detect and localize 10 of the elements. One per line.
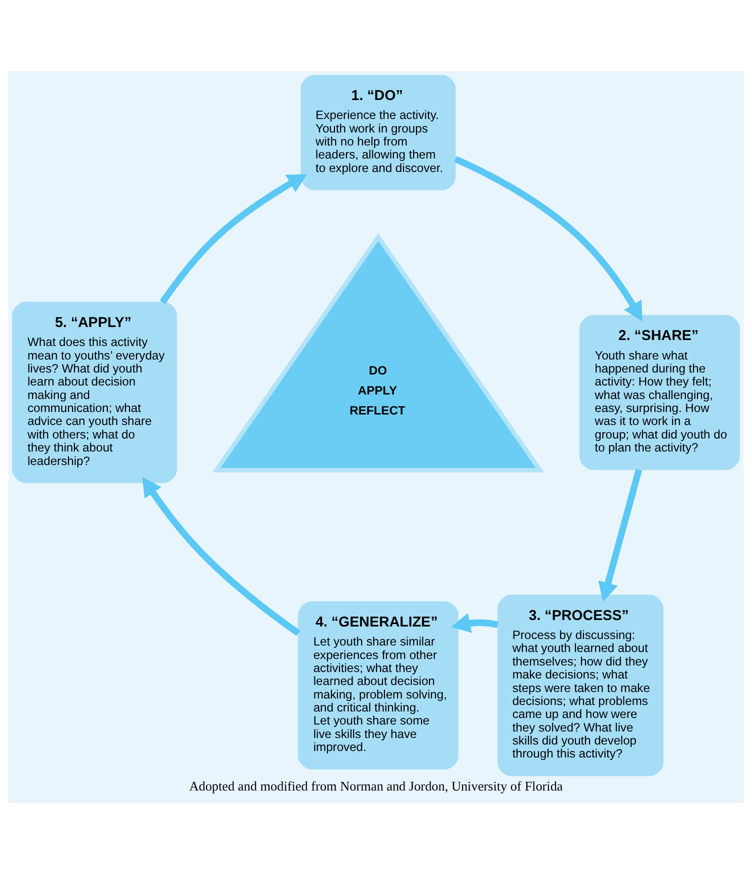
- node-box: 5. “APPLY” What does this activity mean to youths’ everyday lives? What did youth learn about decision making and communication; what advice can youth share with others; what do they think about leadership?: [12, 301, 178, 483]
- node-box: 1. “DO” Experience the activity. Youth work in groups with no help from leaders, allowing them to explore and discover.: [300, 74, 456, 190]
- node-box: 4. “GENERALIZE” Let youth share similar experiences from other activities; what they learned about decision making, problem solving, and critical thinking. Let youth share some live skills they have improved.: [298, 600, 458, 769]
- arrow: [598, 468, 642, 602]
- arrow: [142, 476, 300, 636]
- node-box: 2. “SHARE” Youth share what happened during the activity: How they felt; what was challenging, easy, surprising. How was it to work in a group; what did youth do to plan the activity?: [579, 314, 740, 470]
- node-box: 3. “PROCESS” Process by discussing: what youth learned about themselves; how did they make decisions; what steps were taken to make decisions; what problems came up and how were they solved? What live skills did youth develop through this activity?: [497, 594, 664, 776]
- caption: Adopted and modified from Norman and Jordon, University of Florida: [189, 778, 563, 793]
- arrow: [454, 155, 642, 321]
- arrow: [160, 173, 308, 304]
